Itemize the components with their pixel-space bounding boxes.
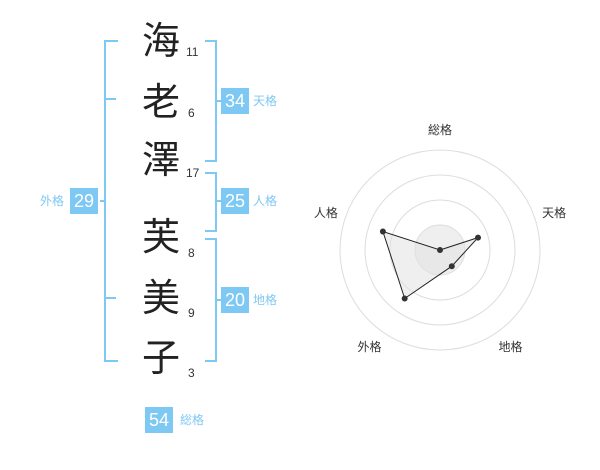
- gaikaku-value: 29: [70, 188, 98, 214]
- radar-axis-label-2: 天格: [542, 205, 566, 220]
- stroke-count-5: 9: [188, 306, 195, 320]
- radar-ring: [339, 149, 541, 351]
- given-char-3: 子: [141, 336, 180, 380]
- soukaku-label: 総格: [180, 413, 205, 427]
- radar-point-3: [448, 263, 455, 270]
- soukaku-value: 54: [145, 407, 173, 433]
- stroke-count-4: 8: [188, 246, 195, 260]
- given-char-1: 芙: [141, 215, 180, 259]
- jinkaku-value: 25: [221, 188, 249, 214]
- gaikaku-connector: [100, 200, 104, 202]
- bracket-tick-2: [106, 297, 116, 299]
- chikaku-label: 地格: [253, 293, 278, 307]
- tenkaku-label: 天格: [253, 94, 278, 108]
- stroke-count-2: 6: [188, 106, 195, 120]
- jinkaku-bracket: [205, 172, 217, 232]
- gaikaku-label: 外格: [40, 194, 65, 208]
- radar-axis-label-3: 地格: [498, 339, 522, 354]
- radar-point-1: [437, 247, 443, 253]
- stroke-count-3: 17: [186, 166, 200, 180]
- tenkaku-bracket: [205, 40, 217, 162]
- chikaku-bracket: [205, 238, 217, 362]
- radar-ring: [364, 174, 516, 326]
- stroke-count-1: 11: [186, 45, 199, 59]
- given-char-2: 美: [141, 276, 180, 320]
- gaikaku-bracket: [104, 40, 118, 362]
- surname-char-2: 老: [141, 80, 180, 124]
- chikaku-connector: [217, 299, 221, 301]
- tenkaku-value: 34: [221, 88, 249, 114]
- radar-series-polygon: [382, 230, 480, 300]
- surname-char-1: 海: [141, 19, 180, 63]
- stroke-count-6: 3: [188, 366, 195, 380]
- radar-point-5: [379, 228, 386, 235]
- jinkaku-label: 人格: [253, 194, 278, 208]
- bracket-tick-1: [106, 98, 116, 100]
- chikaku-value: 20: [221, 287, 249, 313]
- radar-axis-label-1: 総格: [428, 122, 452, 137]
- surname-char-3: 澤: [141, 138, 180, 182]
- jinkaku-connector: [217, 200, 221, 202]
- radar-axis-label-5: 人格: [314, 205, 338, 220]
- radar-point-4: [401, 295, 408, 302]
- radar-point-2: [475, 234, 481, 241]
- radar-axis-label-4: 外格: [357, 339, 381, 354]
- tenkaku-connector: [217, 100, 221, 102]
